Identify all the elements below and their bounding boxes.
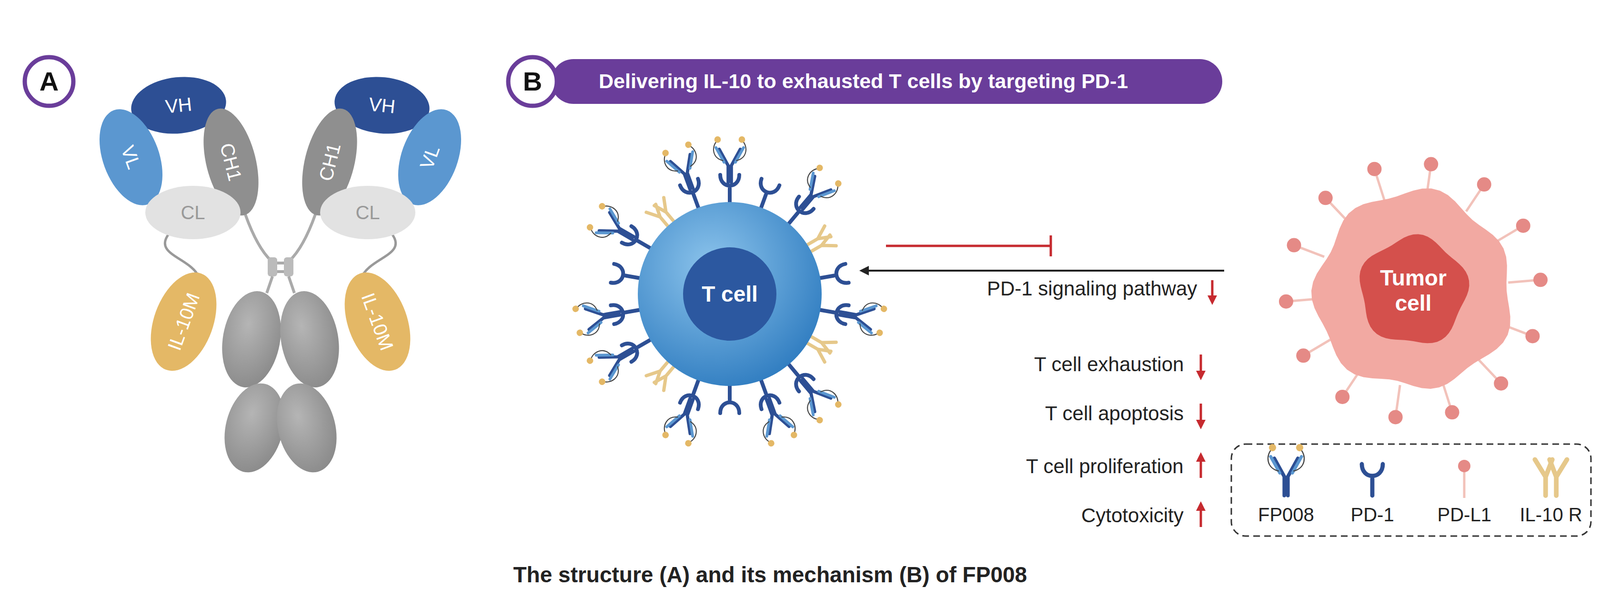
fp008-antibody bbox=[660, 140, 707, 195]
panel-label: B bbox=[505, 54, 560, 109]
ch3-domain bbox=[268, 376, 346, 479]
up-arrow bbox=[1199, 505, 1203, 527]
fp008-antibody bbox=[660, 392, 707, 448]
cl-domain: CL bbox=[320, 185, 416, 240]
legend-text: PD-L1 bbox=[1437, 503, 1492, 526]
fp008-antibody bbox=[713, 136, 746, 183]
il10m-domain: IL-10M bbox=[332, 263, 423, 380]
ch2-domain bbox=[272, 286, 347, 393]
cell-membrane bbox=[637, 201, 822, 386]
pd-l1-head bbox=[1287, 238, 1302, 253]
t-cell: T cell bbox=[637, 201, 822, 386]
hinge-line bbox=[245, 214, 316, 262]
node-text: T cell bbox=[701, 281, 758, 307]
node-text: CL bbox=[355, 201, 380, 224]
down-arrow bbox=[1199, 354, 1203, 376]
pd1-receptor bbox=[817, 263, 849, 288]
inhibition-line bbox=[885, 235, 1051, 257]
disulfide bbox=[266, 262, 295, 293]
hinge bbox=[283, 257, 294, 277]
label-circle bbox=[24, 57, 74, 106]
node-text: VH bbox=[367, 92, 397, 118]
tumor-membrane bbox=[1311, 188, 1511, 389]
banner-bar bbox=[551, 59, 1223, 104]
pd-l1-head bbox=[1516, 218, 1531, 233]
legend-text: IL-10 R bbox=[1519, 503, 1583, 526]
tumor-cell: Tumor cell bbox=[1310, 188, 1516, 393]
node-text: Tumor cell bbox=[1368, 265, 1459, 316]
pd-l1-head bbox=[1525, 328, 1540, 343]
domain-ellipse bbox=[138, 263, 229, 380]
fp008-antibody bbox=[571, 297, 623, 338]
pd-l1-icon bbox=[1458, 459, 1471, 498]
pd-l1-head bbox=[1533, 272, 1548, 287]
pd-l1-head bbox=[1367, 161, 1382, 177]
pd-l1-head bbox=[1423, 157, 1439, 172]
effect-label: T cell apoptosis bbox=[1045, 402, 1184, 425]
pd1-receptor bbox=[720, 174, 740, 204]
domain-ellipse bbox=[145, 185, 241, 240]
pd-l1-head bbox=[1493, 376, 1509, 391]
up-arrow bbox=[1199, 456, 1203, 478]
pd1-icon bbox=[1361, 463, 1383, 496]
fp008-antibody bbox=[584, 335, 642, 387]
legend-box bbox=[1231, 443, 1591, 536]
effect-label: Cytotoxicity bbox=[1081, 503, 1184, 527]
legend-text: FP008 bbox=[1257, 503, 1315, 526]
down-arrow bbox=[1211, 280, 1214, 301]
pd-l1-head bbox=[1477, 177, 1492, 192]
cl-domain: CL bbox=[145, 185, 241, 240]
effect-label: T cell exhaustion bbox=[1034, 352, 1184, 376]
change-arrows bbox=[1200, 280, 1213, 527]
pd1-receptor bbox=[720, 384, 740, 413]
fp008-antibody bbox=[788, 368, 844, 425]
effect-label: T cell proliferation bbox=[1026, 454, 1184, 478]
signal-arrow bbox=[861, 269, 1225, 272]
pd-l1-head bbox=[1318, 190, 1333, 205]
domain-ellipse bbox=[320, 185, 416, 240]
pd-l1-head bbox=[1296, 348, 1311, 363]
down-arrow bbox=[1199, 403, 1203, 425]
figure-caption: The structure (A) and its mechanism (B) … bbox=[513, 562, 1028, 588]
fp008-icon bbox=[1267, 443, 1305, 496]
domain-ellipse bbox=[332, 263, 423, 380]
il10m-domain: IL-10M bbox=[138, 263, 229, 380]
legend-text: PD-1 bbox=[1350, 503, 1395, 526]
pd-l1-head bbox=[1278, 294, 1294, 309]
effect-label: PD-1 signaling pathway bbox=[986, 277, 1198, 301]
panel-label: A bbox=[22, 54, 76, 109]
t-cell-receptors bbox=[571, 136, 888, 448]
linker bbox=[164, 233, 396, 278]
panel-banner: Delivering IL-10 to exhausted T cells by… bbox=[551, 59, 1223, 104]
node-text: VH bbox=[164, 92, 193, 118]
node-text: Delivering IL-10 to exhausted T cells by… bbox=[598, 69, 1128, 93]
tumor-nucleus bbox=[1359, 234, 1470, 344]
label-circle bbox=[508, 57, 557, 106]
pd1-receptor bbox=[610, 263, 643, 288]
fp008-antibody bbox=[752, 392, 799, 448]
pd-l1-head bbox=[1388, 409, 1403, 424]
node-text: A bbox=[39, 66, 59, 97]
pd-l1-spikes bbox=[1278, 157, 1548, 425]
hinge bbox=[267, 257, 278, 277]
nucleus bbox=[683, 247, 777, 341]
node-text: B bbox=[523, 66, 543, 97]
ch2-domain bbox=[214, 286, 289, 393]
pd-l1-head bbox=[1335, 389, 1350, 404]
il10r-icon bbox=[1534, 459, 1567, 496]
node-text: CL bbox=[180, 201, 205, 224]
fp008-antibody bbox=[584, 201, 642, 252]
fp008-antibody bbox=[836, 297, 888, 338]
pd-l1-head bbox=[1445, 404, 1460, 420]
fp008-antibody bbox=[788, 162, 844, 220]
